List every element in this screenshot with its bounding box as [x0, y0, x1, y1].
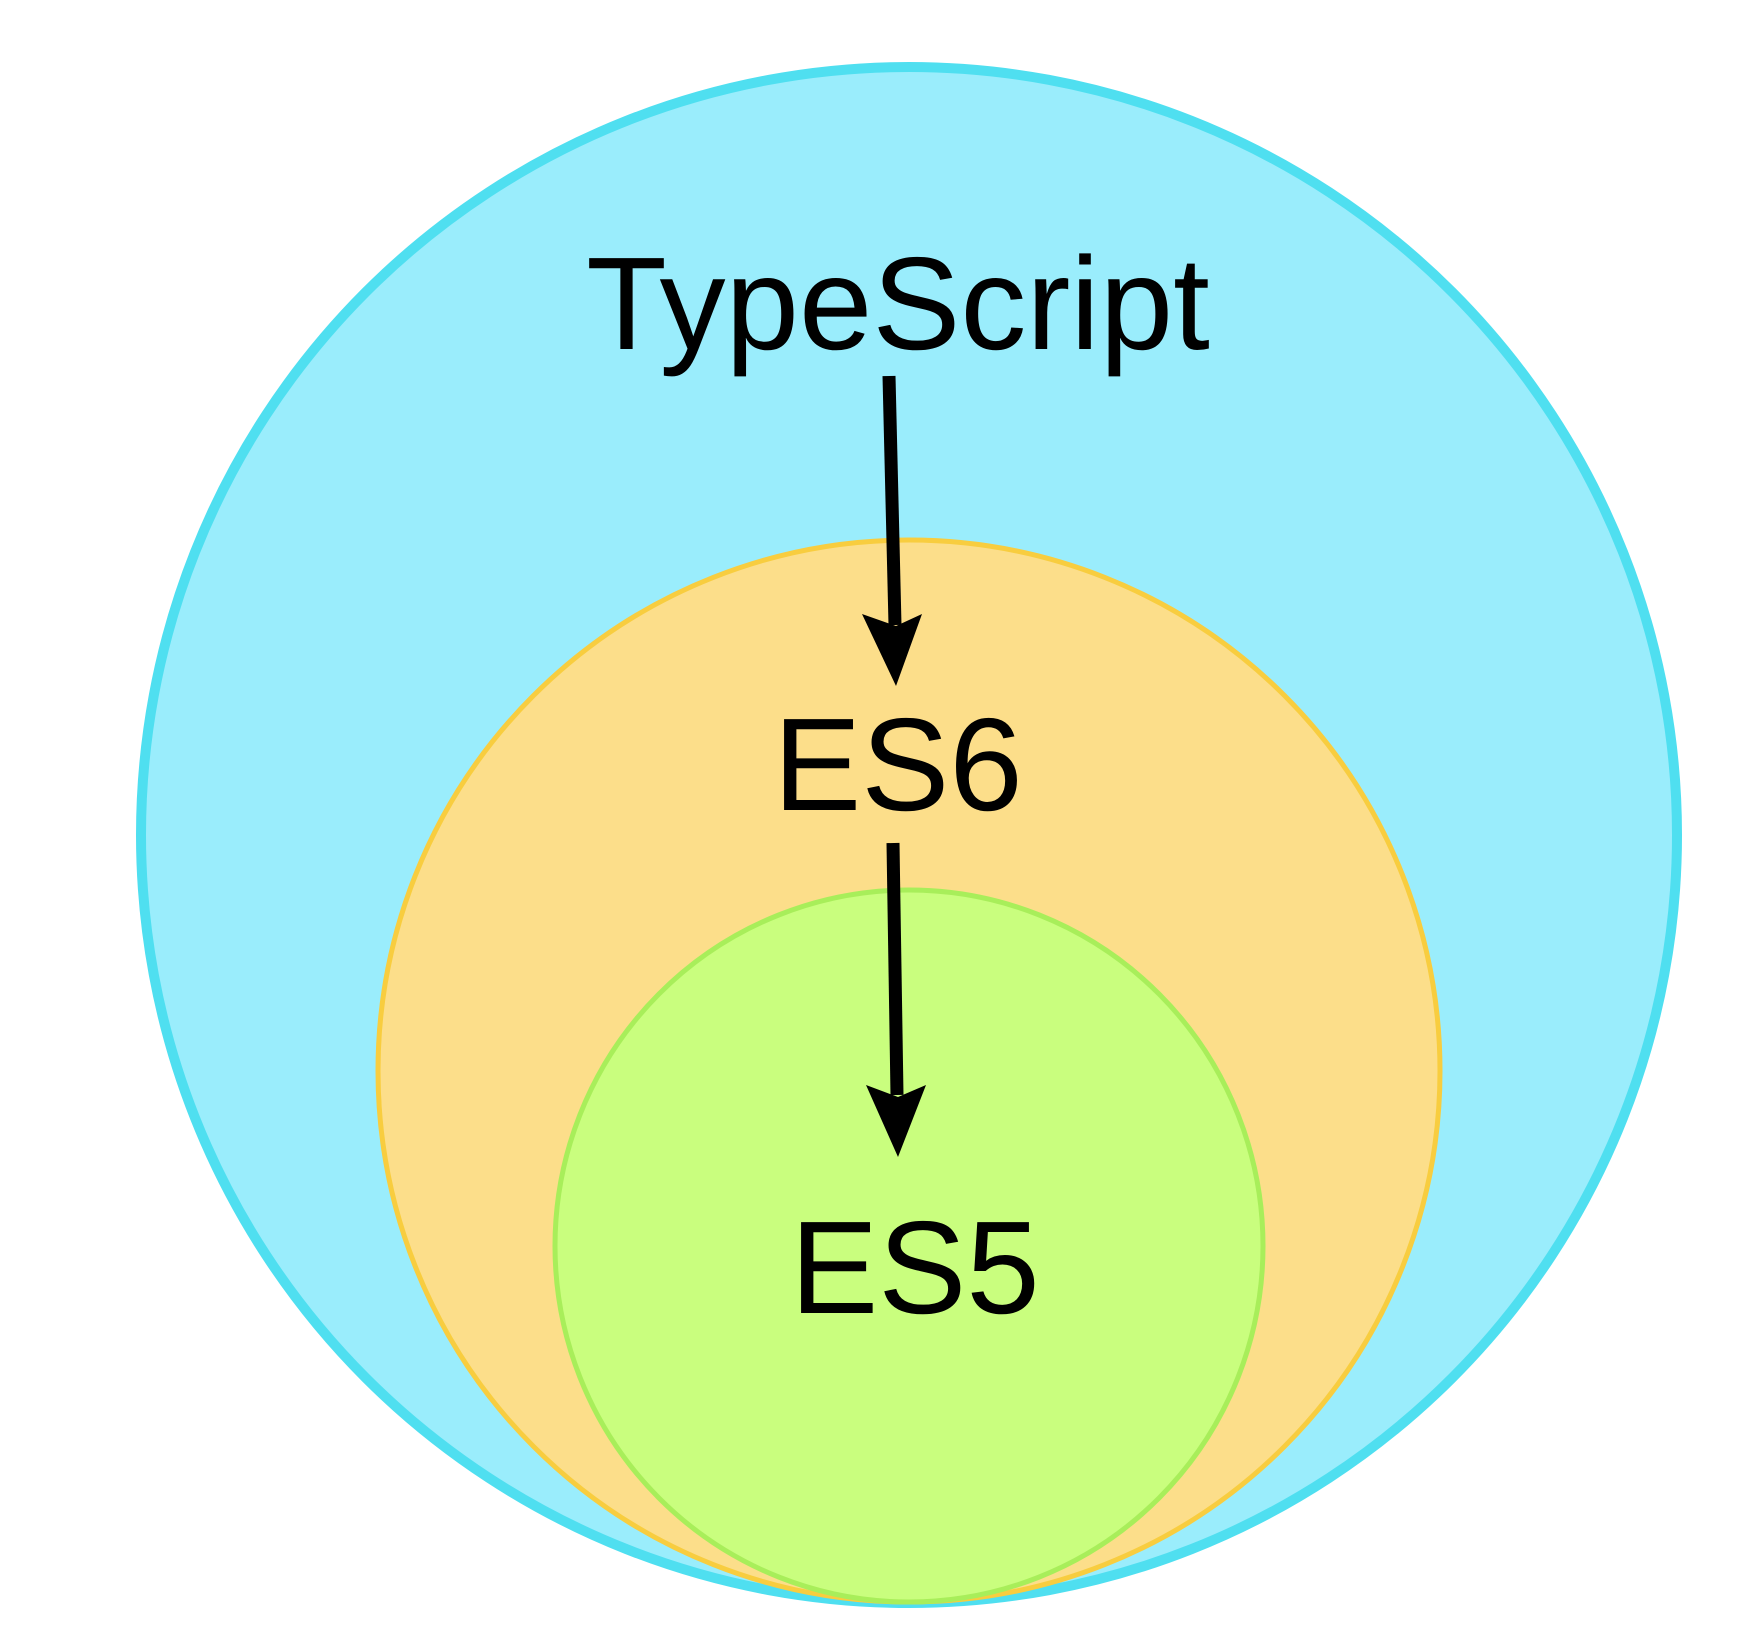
- es5-set-circle: [552, 887, 1266, 1605]
- typescript-label: TypeScript: [586, 230, 1210, 377]
- es6-label: ES6: [773, 691, 1023, 838]
- arrow-es6-to-es5: [866, 842, 926, 1157]
- arrow-typescript-to-es6: [862, 375, 922, 686]
- es5-label: ES5: [790, 1194, 1040, 1341]
